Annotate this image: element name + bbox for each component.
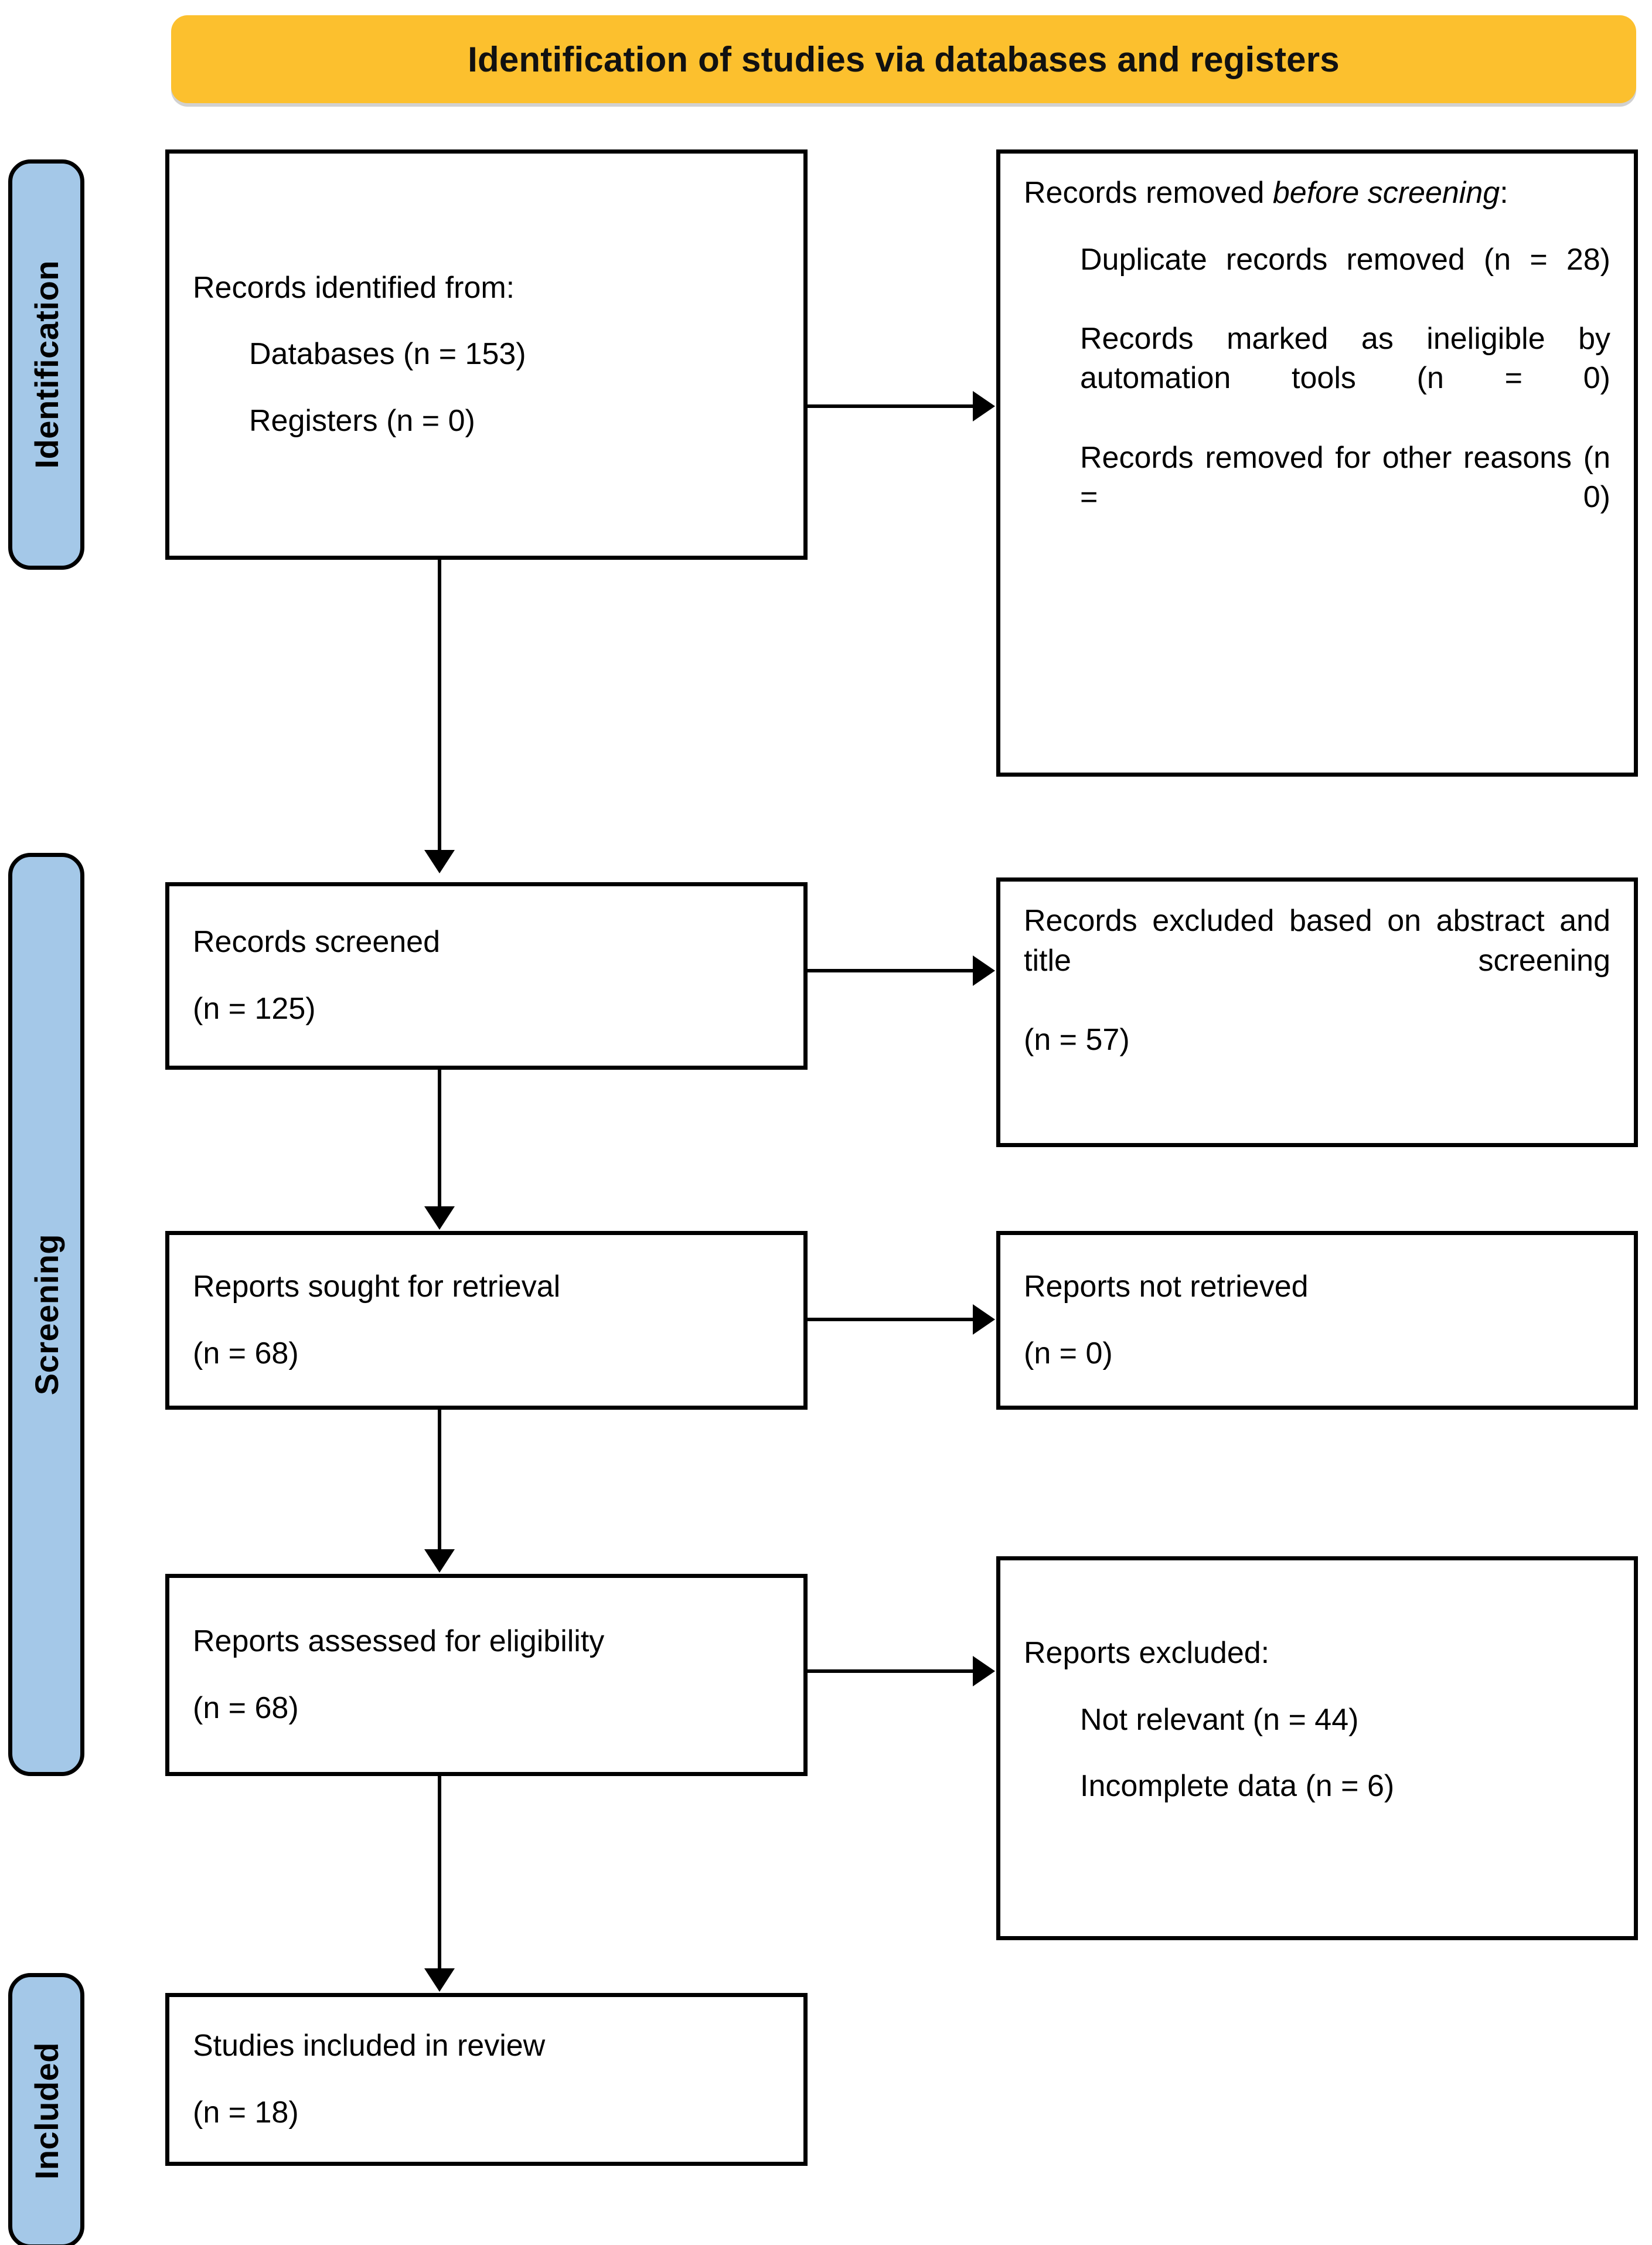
connector-assessed-to-excluded-arrow <box>973 1656 995 1686</box>
records-identified-line-1: Records identified from: <box>193 270 515 305</box>
reports-not-retrieved-line-1: Reports not retrieved <box>1024 1269 1309 1304</box>
records-removed-item-3: Records removed for other reasons (n = 0… <box>1080 440 1610 515</box>
stage-label-included-text: Included <box>28 2042 65 2180</box>
box-reports-not-retrieved: Reports not retrieved (n = 0) <box>996 1231 1638 1410</box>
reports-sought-line-2: (n = 68) <box>193 1336 299 1370</box>
connector-identified-to-removed-line <box>808 404 976 408</box>
reports-excluded-line-1: Reports excluded: <box>1024 1636 1270 1670</box>
studies-included-line-2: (n = 18) <box>193 2095 299 2130</box>
reports-assessed-line-1: Reports assessed for eligibility <box>193 1624 605 1658</box>
records-identified-line-3: Registers (n = 0) <box>249 403 475 438</box>
connector-assessed-to-excluded-line <box>808 1669 976 1673</box>
records-removed-item-2: Records marked as ineligible by automati… <box>1080 321 1610 396</box>
box-reports-sought: Reports sought for retrieval (n = 68) <box>165 1231 808 1410</box>
records-removed-heading-suffix: : <box>1500 176 1508 210</box>
box-studies-included: Studies included in review (n = 18) <box>165 1993 808 2166</box>
box-records-identified: Records identified from: Databases (n = … <box>165 149 808 560</box>
records-removed-heading-italic: before screening <box>1272 176 1500 210</box>
records-screened-line-2: (n = 125) <box>193 992 316 1026</box>
connector-sought-to-not-retrieved-arrow <box>973 1304 995 1335</box>
reports-assessed-line-2: (n = 68) <box>193 1690 299 1725</box>
box-records-excluded: Records excluded based on abstract and t… <box>996 877 1638 1147</box>
reports-excluded-item-1: Not relevant (n = 44) <box>1080 1702 1359 1737</box>
reports-sought-line-1: Reports sought for retrieval <box>193 1269 561 1304</box>
diagram-title: Identification of studies via databases … <box>468 39 1340 79</box>
stage-label-screening-text: Screening <box>28 1233 65 1396</box>
box-records-screened: Records screened (n = 125) <box>165 882 808 1070</box>
connector-assessed-to-included-line <box>438 1776 441 1972</box>
records-screened-line-1: Records screened <box>193 925 440 960</box>
stage-label-screening: Screening <box>8 853 84 1776</box>
connector-identified-to-screened-line <box>438 560 441 853</box>
stage-label-included: Included <box>8 1973 84 2245</box>
connector-screened-to-sought-line <box>438 1070 441 1210</box>
connector-identified-to-screened-arrow <box>424 850 455 873</box>
connector-screened-to-sought-arrow <box>424 1206 455 1230</box>
connector-sought-to-not-retrieved-line <box>808 1318 976 1321</box>
stage-label-identification-text: Identification <box>28 260 65 469</box>
records-removed-heading: Records removed before screening: <box>1024 174 1610 213</box>
reports-not-retrieved-line-2: (n = 0) <box>1024 1336 1113 1370</box>
box-reports-excluded: Reports excluded: Not relevant (n = 44) … <box>996 1556 1638 1940</box>
connector-screened-to-excluded-line <box>808 969 976 972</box>
box-records-removed: Records removed before screening: Duplic… <box>996 149 1638 777</box>
box-reports-assessed: Reports assessed for eligibility (n = 68… <box>165 1574 808 1776</box>
records-identified-line-2: Databases (n = 153) <box>249 337 526 372</box>
records-excluded-line-1: Records excluded based on abstract and t… <box>1024 904 1610 978</box>
connector-assessed-to-included-arrow <box>424 1968 455 1992</box>
connector-identified-to-removed-arrow <box>973 391 995 421</box>
records-excluded-line-2: (n = 57) <box>1024 1022 1130 1057</box>
diagram-title-banner: Identification of studies via databases … <box>171 15 1636 103</box>
records-removed-item-1: Duplicate records removed (n = 28) <box>1080 242 1610 277</box>
studies-included-line-1: Studies included in review <box>193 2028 546 2063</box>
connector-sought-to-assessed-arrow <box>424 1549 455 1573</box>
stage-label-identification: Identification <box>8 159 84 570</box>
records-removed-heading-prefix: Records removed <box>1024 176 1273 210</box>
connector-sought-to-assessed-line <box>438 1410 441 1553</box>
connector-screened-to-excluded-arrow <box>973 955 995 986</box>
reports-excluded-item-2: Incomplete data (n = 6) <box>1080 1769 1395 1804</box>
